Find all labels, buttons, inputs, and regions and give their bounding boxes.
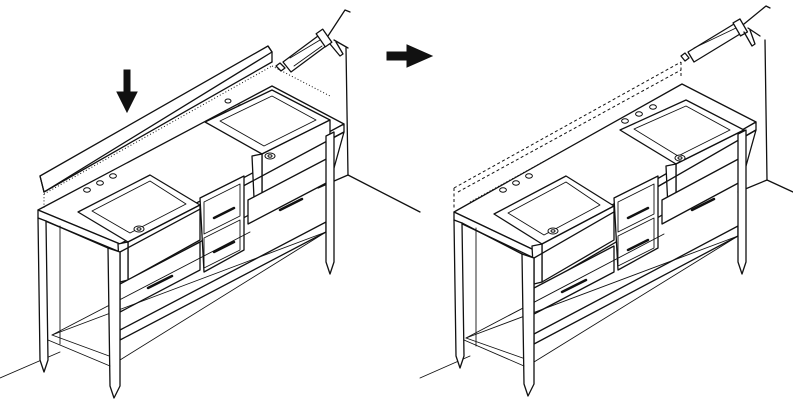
sink-right-a <box>493 175 615 285</box>
faucet-holes-right <box>499 104 657 193</box>
sink-left-a <box>77 174 201 283</box>
panel-before <box>0 9 421 399</box>
backsplash-installed <box>453 61 682 210</box>
down-arrow-icon <box>116 69 138 114</box>
caulk-gun-icon <box>680 5 771 63</box>
panel-after <box>419 5 793 397</box>
right-arrow-icon <box>386 44 434 68</box>
backsplash-panel <box>39 45 273 193</box>
caulk-gun-icon <box>275 9 351 73</box>
vanity-cabinet-left <box>37 131 345 399</box>
vanity-cabinet-right <box>453 129 757 397</box>
